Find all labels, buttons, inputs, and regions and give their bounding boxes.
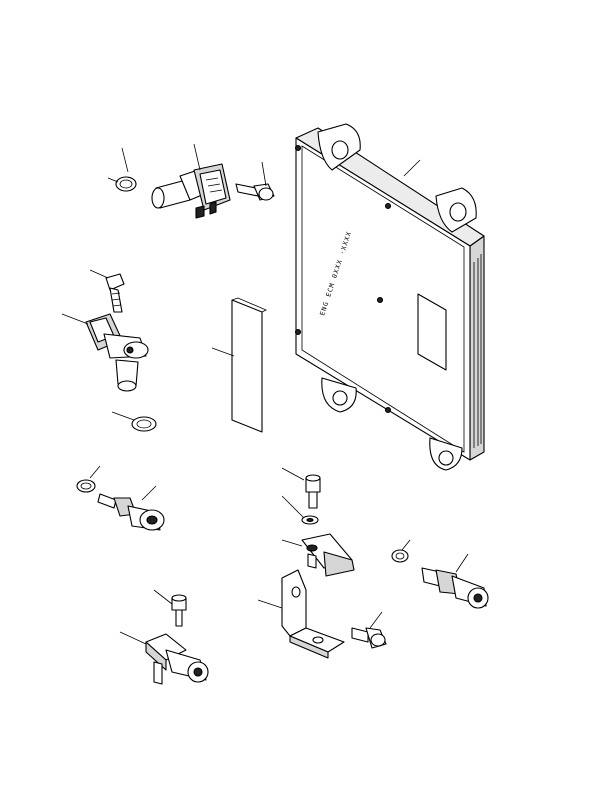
camshaft-position-sensor — [151, 163, 231, 219]
o-ring — [76, 479, 96, 493]
bolt — [105, 273, 125, 313]
pressure-sensor — [421, 567, 489, 609]
bolt — [171, 594, 187, 627]
washer — [301, 515, 319, 525]
electronic-control-module: ENG ECM 0XXX ·XXXX — [294, 123, 485, 471]
manifold-pressure-sensor — [145, 633, 209, 685]
o-ring — [391, 549, 409, 563]
o-ring — [115, 176, 137, 192]
mounting-bracket — [281, 569, 345, 659]
label-plate — [231, 297, 267, 433]
oil-pressure-sensor — [301, 533, 355, 577]
crankshaft-position-sensor — [85, 313, 149, 392]
leader-lines — [61, 143, 469, 645]
bolt — [351, 627, 387, 649]
bolt — [235, 183, 275, 201]
temperature-sensor — [97, 493, 165, 531]
o-ring — [131, 416, 157, 432]
bolt — [305, 474, 321, 509]
